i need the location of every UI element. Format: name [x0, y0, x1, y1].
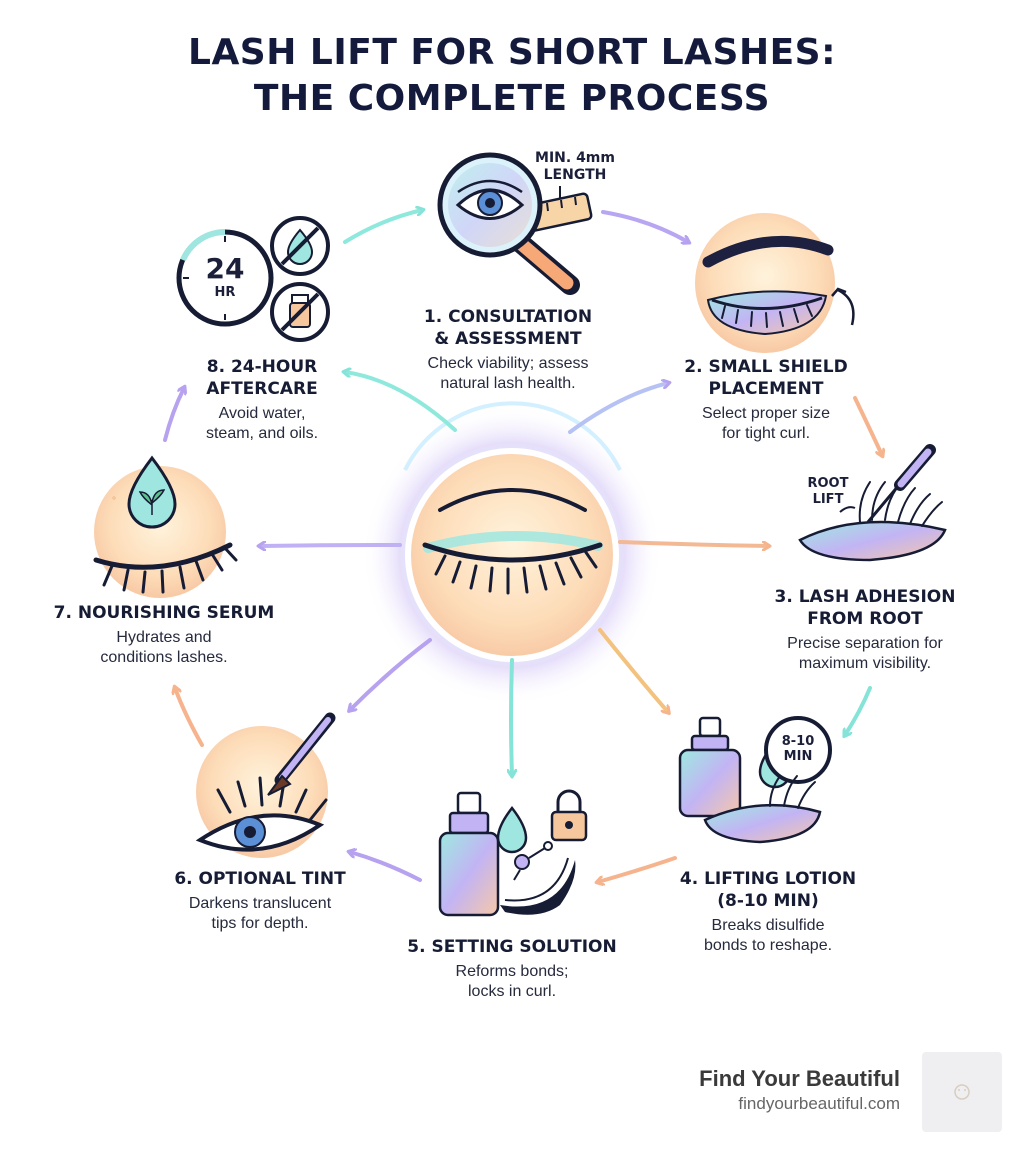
step-6-optional-tint: 6. OPTIONAL TINT Darkens translucent tip…	[174, 869, 346, 932]
brand-logo-icon	[922, 1052, 1002, 1132]
root-lift-label: ROOT LIFT	[807, 476, 849, 507]
serum-drop-icon	[93, 455, 238, 598]
magnifier-eye-icon	[437, 152, 593, 295]
step-7-nourishing-serum: 7. NOURISHING SERUM Hydrates and conditi…	[53, 603, 275, 666]
page-title: LASH LIFT FOR SHORT LASHES: THE COMPLETE…	[0, 30, 1024, 122]
brand-name: Find Your Beautiful	[699, 1066, 900, 1091]
timer-8-10-label: 8-10 MIN	[781, 734, 815, 764]
shield-eye-icon	[695, 213, 855, 353]
brand-url: findyourbeautiful.com	[738, 1094, 900, 1113]
tint-brush-icon	[195, 712, 336, 858]
step-5-setting-solution: 5. SETTING SOLUTION Reforms bonds; locks…	[407, 937, 617, 1000]
timer-hr-label: HR	[214, 285, 236, 300]
title-line-2: THE COMPLETE PROCESS	[253, 78, 771, 119]
step-3-lash-adhesion: 3. LASH ADHESION FROM ROOT Precise separ…	[774, 587, 956, 672]
setting-solution-icon	[438, 789, 588, 917]
center-eye-icon	[362, 401, 662, 705]
step-4-lifting-lotion: 4. LIFTING LOTION (8-10 MIN) Breaks disu…	[679, 869, 857, 954]
brand-block: Find Your Beautiful findyourbeautiful.co…	[699, 1066, 900, 1114]
step-1-consultation: 1. CONSULTATION & ASSESSMENT Check viabi…	[423, 307, 593, 392]
title-line-1: LASH LIFT FOR SHORT LASHES:	[188, 32, 836, 73]
lifting-lotion-icon	[678, 716, 832, 844]
aftercare-timer-icon	[176, 216, 330, 342]
timer-24-label: 24	[205, 252, 245, 285]
min-length-label: MIN. 4mm LENGTH	[535, 150, 615, 183]
cycle-arrows	[163, 210, 882, 882]
step-8-aftercare: 8. 24-HOUR AFTERCARE Avoid water, steam,…	[205, 357, 319, 442]
step-2-shield-placement: 2. SMALL SHIELD PLACEMENT Select proper …	[684, 357, 848, 442]
root-lift-icon	[798, 444, 947, 562]
spoke-arrows	[260, 372, 768, 775]
